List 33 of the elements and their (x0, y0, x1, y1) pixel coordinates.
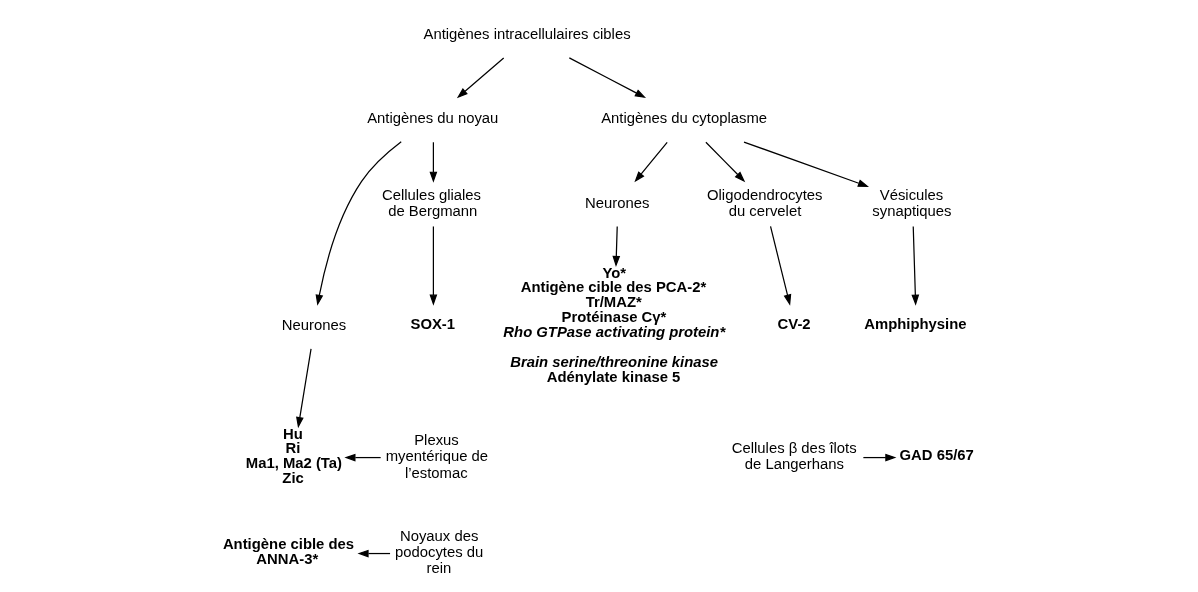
arrow (429, 141, 438, 183)
node-text: CV-2 (777, 315, 811, 332)
arrow (429, 225, 438, 306)
node-text: Oligodendrocytes du cervelet (707, 186, 823, 219)
node-text: Antigènes du noyau (367, 110, 499, 127)
node-text: Antigènes intracellulaires cibles (423, 26, 631, 43)
node-text: GAD 65/67 (899, 447, 974, 464)
arrow (456, 57, 505, 99)
arrow (612, 225, 621, 268)
arrow (705, 141, 746, 183)
arrow (344, 453, 382, 462)
arrow (296, 348, 312, 429)
node-text: Neurones (281, 317, 347, 334)
node-text: Antigènes du cytoplasme (601, 110, 768, 127)
node-text: Amphiphysine (864, 315, 967, 332)
node-text: Antigène cible des ANNA-3* (222, 536, 355, 568)
arrow (743, 141, 870, 187)
node-text: Noyaux des podocytes du rein (395, 528, 484, 577)
node-text: SOX-1 (410, 315, 456, 332)
arrow (568, 57, 647, 99)
arrow (634, 141, 668, 183)
arrow (911, 225, 920, 306)
arrow (862, 453, 897, 462)
arrow (315, 141, 402, 306)
node-text: Cellules gliales de Bergmann (382, 186, 482, 219)
arrow (357, 549, 391, 558)
arrow (769, 225, 792, 306)
node-text: Hu Ri Ma1, Ma2 (Ta) Zic (245, 425, 343, 487)
node-text: Plexus myentérique de l’estomac (385, 432, 489, 481)
node-text: Vésicules synaptiques (872, 186, 952, 219)
node-text: Cellules β des îlots de Langerhans (731, 440, 857, 473)
node-text: Neurones (585, 194, 650, 211)
node-text: Yo* Antigène cible des PCA-2* Tr/MAZ* Protéinase Cγ* Rho GTPase activating protein* Brain serine/threonine kinase Adénylate kinase 5 (503, 264, 726, 385)
